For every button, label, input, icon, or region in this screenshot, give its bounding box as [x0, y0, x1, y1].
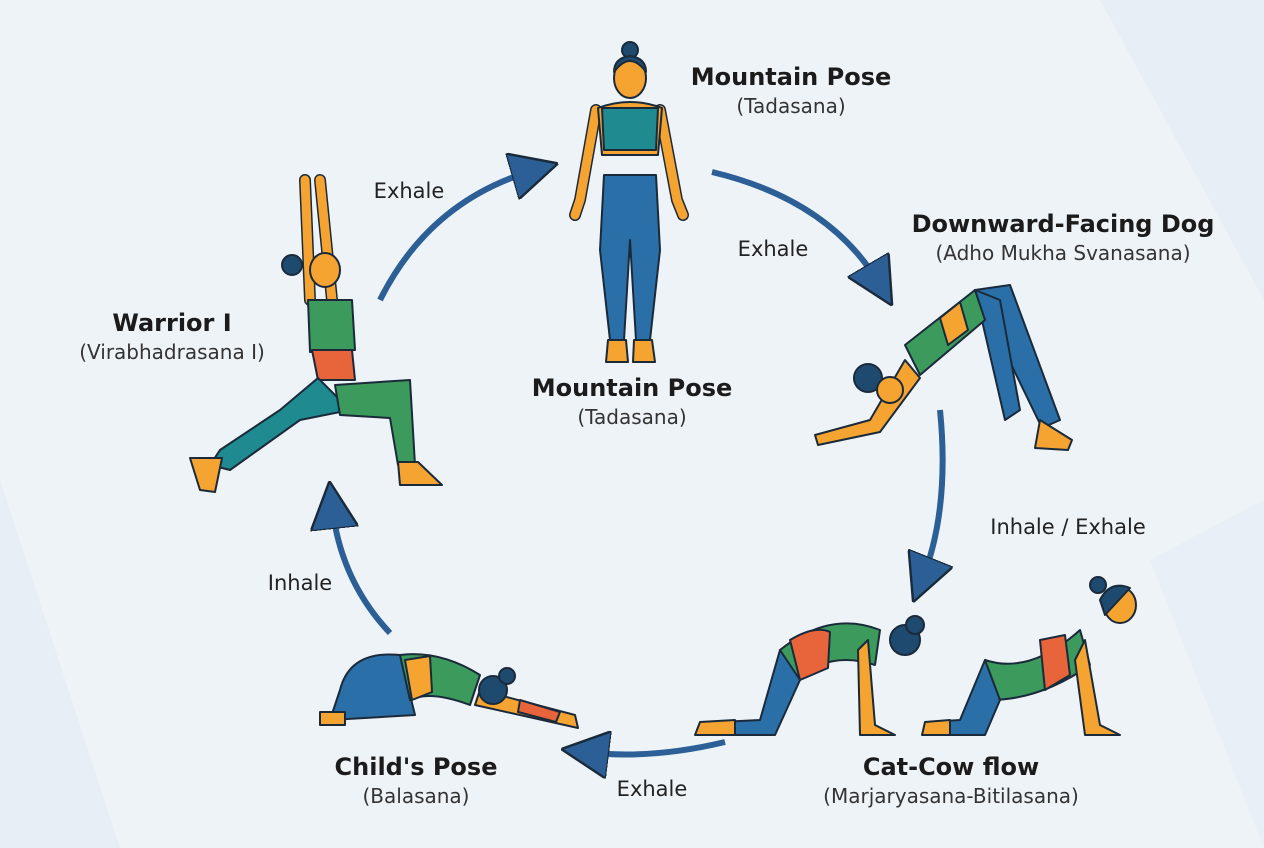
- pose-subtitle: (Virabhadrasana I): [79, 340, 265, 364]
- pose-label-mountain-center: Mountain Pose (Tadasana): [532, 373, 733, 431]
- cat-pose-figure: [694, 615, 925, 736]
- arrow-mountain-to-dog: [711, 169, 880, 285]
- warrior-one-figure: [189, 174, 443, 493]
- pose-title: Child's Pose: [334, 753, 498, 781]
- breath-label-catcow-to-child: Exhale: [616, 777, 688, 801]
- arrow-child-to-warrior: [332, 505, 393, 636]
- pose-title: Downward-Facing Dog: [911, 210, 1215, 238]
- downward-dog-figure: [814, 284, 1073, 451]
- pose-subtitle: (Adho Mukha Svanasana): [935, 241, 1191, 265]
- mountain-pose-figure: [569, 41, 689, 363]
- arrow-dog-to-catcow: [922, 409, 943, 580]
- pose-title: Mountain Pose: [531, 374, 733, 402]
- breath-label-child-to-warrior: Inhale: [267, 571, 333, 595]
- breath-label-dog-to-catcow: Inhale / Exhale: [990, 515, 1146, 539]
- arrow-catcow-to-child: [585, 742, 726, 754]
- pose-label-downward-dog: Downward-Facing Dog (Adho Mukha Svanasan…: [912, 209, 1215, 267]
- pose-title: Mountain Pose: [690, 63, 892, 91]
- pose-label-mountain-top: Mountain Pose (Tadasana): [691, 62, 892, 120]
- breath-label-mountain-to-dog: Exhale: [737, 237, 809, 261]
- arrow-warrior-to-mountain: [377, 170, 535, 302]
- childs-pose-figure: [319, 653, 579, 729]
- pose-title: Warrior I: [112, 309, 232, 337]
- pose-subtitle: (Balasana): [362, 784, 470, 808]
- pose-label-child: Child's Pose (Balasana): [335, 752, 498, 810]
- pose-subtitle: (Tadasana): [577, 405, 687, 429]
- pose-subtitle: (Tadasana): [736, 94, 846, 118]
- breath-label-warrior-to-mountain: Exhale: [373, 179, 445, 203]
- pose-label-warrior: Warrior I (Virabhadrasana I): [79, 308, 265, 366]
- pose-title: Cat-Cow flow: [862, 753, 1040, 781]
- pose-label-cat-cow: Cat-Cow flow (Marjaryasana-Bitilasana): [823, 752, 1079, 810]
- cow-pose-figure: [921, 576, 1137, 736]
- pose-subtitle: (Marjaryasana-Bitilasana): [823, 784, 1079, 808]
